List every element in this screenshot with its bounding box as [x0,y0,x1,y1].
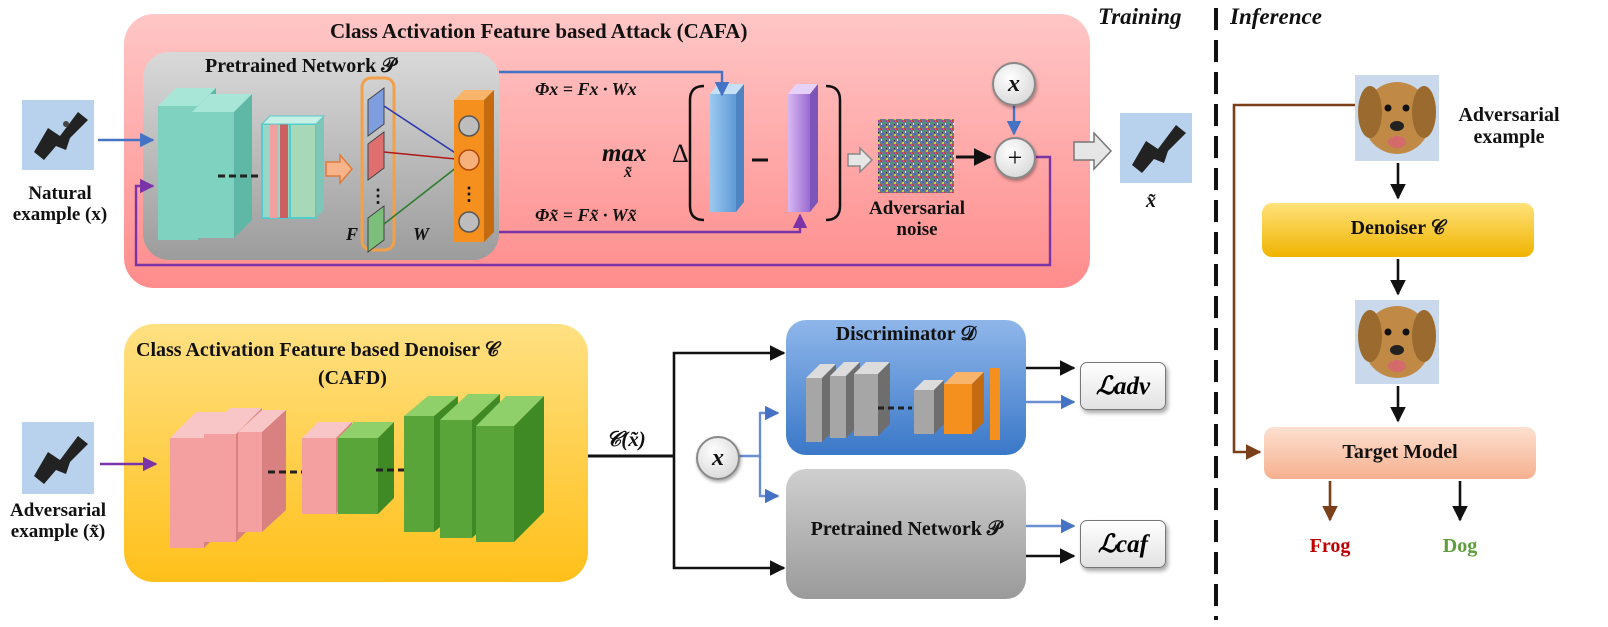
gray-arrow-icon [847,146,874,174]
loss-adv: ℒadv [1080,362,1166,410]
pretrained-network-box-2 [786,469,1026,599]
green-decoder-layers [404,394,544,542]
phi-x-bar [710,84,744,212]
frog-label: Frog [1309,535,1351,557]
cafd-subtitle: (CAFD) [318,367,387,389]
denoised-dog-image [1355,300,1439,384]
phi-xt-formula: Φx̃ = Fx̃ · Wx̃ [535,205,637,225]
feature-arrow-icon [325,152,353,186]
denoiser-box [1262,203,1534,257]
natural-bird-image [22,100,94,170]
feature-map-blue [367,87,385,137]
output-bird-image [1120,113,1192,183]
discriminator-title: Discriminator 𝒟 [835,323,977,345]
w-label: W [413,224,430,244]
denoiser-output-label: 𝒞(x̃) [606,427,646,451]
teal-conv-layers [158,88,252,240]
loss-caf: ℒcaf [1080,520,1166,568]
pretrained-network-title-2: Pretrained Network 𝒫 [810,518,1002,540]
adversarial-dog-image [1355,75,1439,161]
plus-circle: + [994,137,1036,179]
training-label: Training [1098,4,1182,29]
max-operator: max [602,140,647,167]
left-bracket [688,84,705,222]
delta-symbol: Δ [672,139,689,168]
x-circle-2: x [696,436,740,480]
pink-encoder-layers [170,408,286,548]
target-model-box [1264,427,1536,479]
dog-label: Dog [1442,535,1478,557]
svg-text:⋮: ⋮ [369,186,387,206]
noise-image [878,119,954,193]
svg-text:⋮: ⋮ [460,184,478,204]
adversarial-example-label: Adversarial example (x̃) [9,500,107,543]
natural-example-label: Natural example (x) [12,183,108,226]
classifier-layer: ⋮ [454,90,494,242]
phi-x-formula: Φx = Fx · Wx [535,79,637,99]
feature-column [360,76,396,252]
x-input-circle: x [992,62,1036,106]
output-x-tilde-label: x̃ [1146,190,1156,212]
inference-label: Inference [1230,4,1322,29]
phi-xt-bar [788,84,818,212]
feature-map-green [367,205,385,253]
feature-stack [260,115,326,219]
phi-xt-arrow [499,213,808,234]
adversarial-noise-label: Adversarial noise [868,198,966,241]
right-arrow-icon [1073,131,1113,171]
feedback-arrow [134,155,1052,267]
cafa-title: Class Activation Feature based Attack (C… [330,19,748,43]
feature-map-red [367,131,385,181]
pretrained-network-title: Pretrained Network 𝒫 [205,55,396,77]
bypass-arrow [1232,103,1355,460]
f-label: F [346,224,359,244]
bottleneck-layers [302,422,394,514]
denoiser-label: Denoiser 𝒞 [1350,217,1446,239]
max-subscript: x̃ [624,164,632,181]
discriminator-layers [806,362,1000,442]
adversarial-bird-image [22,422,94,494]
right-bracket [825,84,842,222]
target-model-label: Target Model [1342,441,1458,463]
phi-x-arrow [499,70,730,97]
cafd-title: Class Activation Feature based Denoiser … [136,339,500,361]
inference-adv-example-label: Adversarial example [1458,104,1560,149]
